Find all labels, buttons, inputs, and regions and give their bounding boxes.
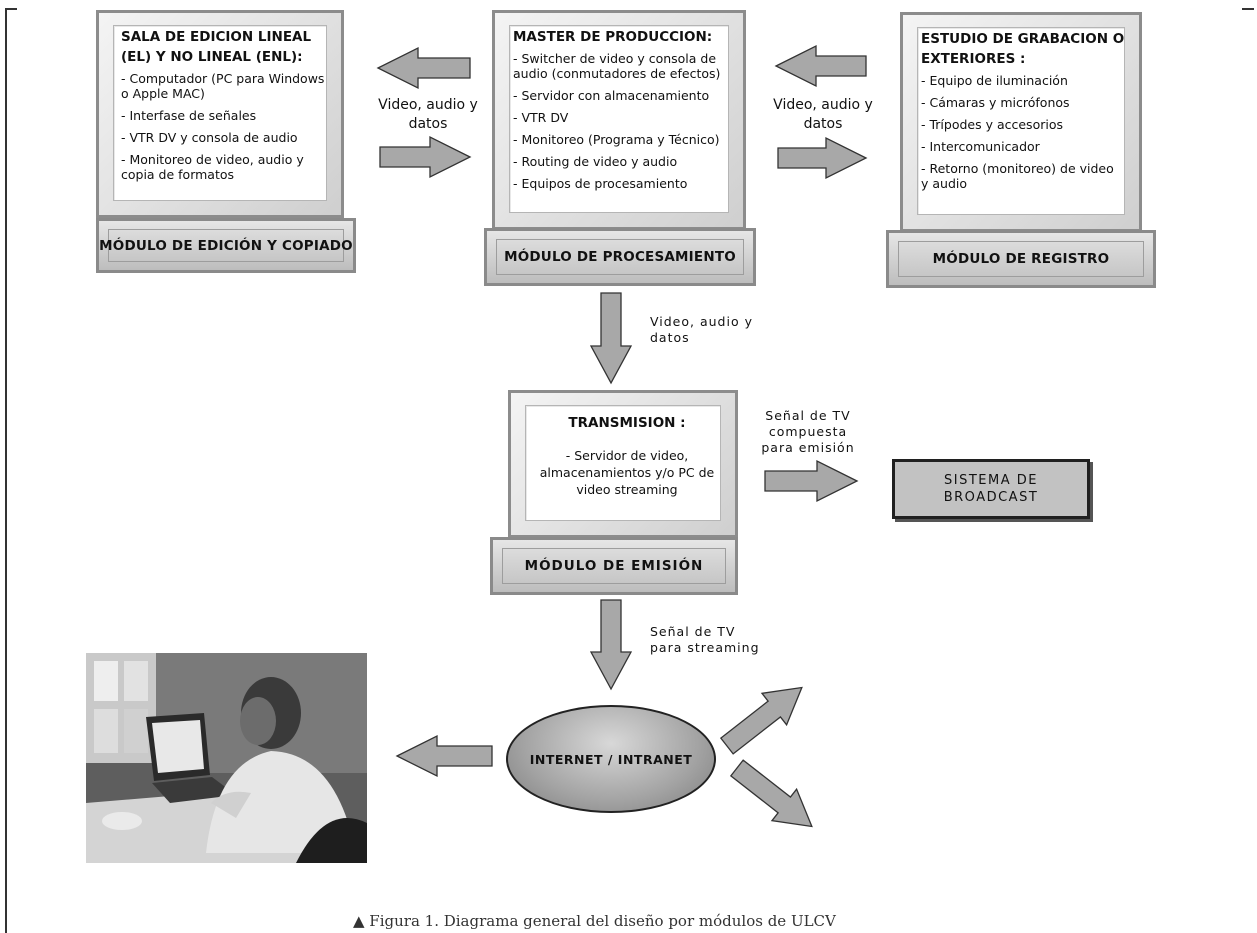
flow-label-broadcast: Señal de TV compuesta para emisión — [761, 408, 855, 455]
arrow-to-user — [395, 734, 493, 778]
edicion-title: SALA DE EDICION LINEAL (EL) Y NO LINEAL … — [121, 29, 312, 65]
registro-list: - Equipo de iluminación - Cámaras y micr… — [921, 73, 1125, 191]
list-item: - Switcher de video y consola de audio (… — [513, 51, 721, 81]
registro-label-box: MÓDULO DE REGISTRO — [886, 230, 1156, 288]
list-item: - Equipo de iluminación — [921, 73, 1068, 88]
list-item: - Intercomunicador — [921, 139, 1040, 154]
internet-ellipse: INTERNET / INTRANET — [506, 705, 716, 813]
procesamiento-title: MASTER DE PRODUCCION: — [513, 29, 713, 45]
arrow-to-internet — [589, 599, 633, 691]
edicion-label-box: MÓDULO DE EDICIÓN Y COPIADO — [96, 218, 356, 273]
arrow-to-edicion — [376, 46, 471, 90]
list-item: - Equipos de procesamiento — [513, 176, 688, 191]
list-item: - Interfase de señales — [121, 108, 257, 123]
emision-label-box: MÓDULO DE EMISIÓN — [490, 537, 738, 595]
emision-content: TRANSMISION : - Servidor de video, almac… — [533, 413, 721, 505]
arrow-to-registro — [777, 136, 868, 180]
arrow-up-right — [719, 686, 803, 755]
flow-label-right: Video, audio y datos — [773, 97, 873, 132]
list-item: - Routing de video y audio — [513, 154, 678, 169]
procesamiento-label-box: MÓDULO DE PROCESAMIENTO — [484, 228, 756, 286]
emision-label: MÓDULO DE EMISIÓN — [524, 558, 704, 574]
arrow-down-right — [729, 759, 813, 828]
list-item: - Retorno (monitoreo) de video y audio — [921, 161, 1114, 191]
arrow-to-procesamiento — [774, 44, 867, 88]
registro-title: ESTUDIO DE GRABACION O EXTERIORES : — [921, 31, 1125, 67]
frame-right-tick — [1242, 8, 1254, 10]
registro-box: ESTUDIO DE GRABACION O EXTERIORES : - Eq… — [900, 12, 1142, 232]
flow-label-down: Video, audio y datos — [650, 314, 753, 345]
internet-label: INTERNET / INTRANET — [529, 751, 693, 767]
edicion-label: MÓDULO DE EDICIÓN Y COPIADO — [99, 237, 353, 254]
list-item: - VTR DV — [513, 110, 569, 125]
figure-caption: ▲ Figura 1. Diagrama general del diseño … — [353, 912, 836, 930]
edicion-box: SALA DE EDICION LINEAL (EL) Y NO LINEAL … — [96, 10, 344, 218]
arrow-to-emision — [589, 292, 633, 385]
broadcast-box: SISTEMA DE BROADCAST — [892, 459, 1090, 519]
flow-label-left: Video, audio y datos — [378, 97, 478, 132]
list-item: - Servidor con almacenamiento — [513, 88, 710, 103]
emision-title: TRANSMISION : — [568, 415, 686, 431]
edicion-list: - Computador (PC para Windows o Apple MA… — [121, 71, 327, 182]
emision-list: - Servidor de video, almacenamientos y/o… — [533, 447, 721, 498]
list-item: - VTR DV y consola de audio — [121, 130, 298, 145]
procesamiento-content: MASTER DE PRODUCCION: - Switcher de vide… — [513, 27, 729, 198]
frame-top-left-tick — [5, 8, 17, 10]
list-item: - Cámaras y micrófonos — [921, 95, 1070, 110]
list-item: - Computador (PC para Windows o Apple MA… — [121, 71, 325, 101]
procesamiento-box-inner — [509, 25, 729, 213]
list-item: - Monitoreo de video, audio y copia de f… — [121, 152, 304, 182]
edicion-content: SALA DE EDICION LINEAL (EL) Y NO LINEAL … — [121, 27, 327, 189]
broadcast-label: SISTEMA DE BROADCAST — [943, 473, 1039, 505]
flow-label-streaming: Señal de TV para streaming — [650, 624, 760, 655]
edicion-box-inner — [113, 25, 327, 201]
arrow-to-broadcast — [764, 459, 859, 503]
frame-left-line — [5, 8, 7, 933]
list-item: - Servidor de video, almacenamientos y/o… — [539, 448, 715, 497]
emision-box: TRANSMISION : - Servidor de video, almac… — [508, 390, 738, 538]
procesamiento-list: - Switcher de video y consola de audio (… — [513, 51, 729, 191]
procesamiento-label: MÓDULO DE PROCESAMIENTO — [504, 249, 736, 265]
user-photo — [86, 653, 367, 863]
list-item: - Monitoreo (Programa y Técnico) — [513, 132, 720, 147]
user-at-laptop-image — [86, 653, 367, 863]
registro-content: ESTUDIO DE GRABACION O EXTERIORES : - Eq… — [921, 29, 1125, 198]
emision-box-inner — [525, 405, 721, 521]
registro-label: MÓDULO DE REGISTRO — [932, 251, 1110, 267]
procesamiento-box: MASTER DE PRODUCCION: - Switcher de vide… — [492, 10, 746, 230]
list-item: - Trípodes y accesorios — [921, 117, 1063, 132]
registro-box-inner — [917, 27, 1125, 215]
arrow-from-edicion — [379, 135, 472, 179]
